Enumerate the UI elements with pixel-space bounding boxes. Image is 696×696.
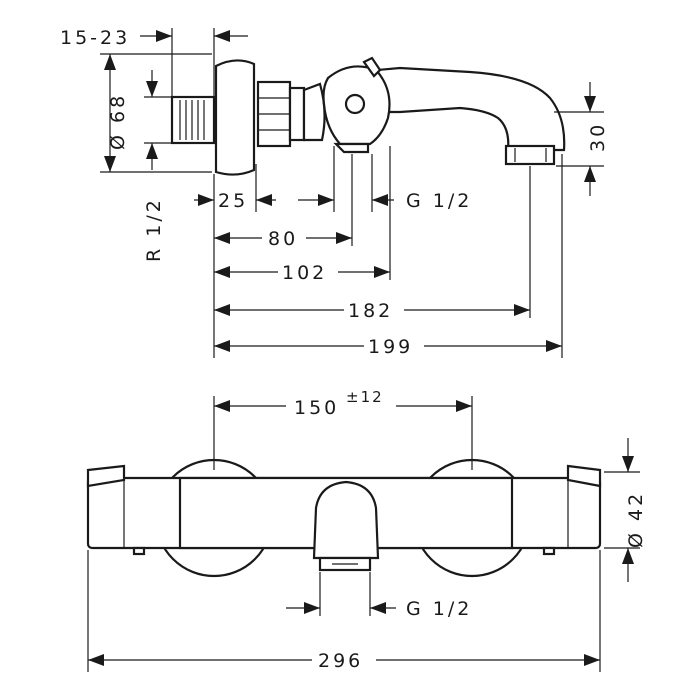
label-length-80: 80 xyxy=(268,228,298,250)
label-inlet-thread: R 1/2 xyxy=(143,197,165,262)
label-length-199: 199 xyxy=(368,336,413,358)
dim-length-102: 102 xyxy=(214,262,390,284)
end-cap-right xyxy=(566,464,602,488)
dim-total-width: 296 xyxy=(87,550,601,672)
label-total-width: 296 xyxy=(318,650,363,672)
dim-outlet-thread-side: G 1/2 xyxy=(298,190,472,212)
handle-base xyxy=(333,142,370,154)
label-inlet-range: 15-23 xyxy=(60,27,130,49)
label-center-spacing: 150 xyxy=(294,397,339,419)
label-length-102: 102 xyxy=(282,262,327,284)
dim-length-80: 80 xyxy=(214,228,352,250)
dim-body-diameter: Ø 42 xyxy=(604,438,647,582)
label-outlet-thread-front: G 1/2 xyxy=(406,598,472,620)
handle-cap xyxy=(344,93,366,115)
label-body-diameter: Ø 42 xyxy=(625,491,647,548)
dim-inlet-thread: R 1/2 xyxy=(143,70,172,262)
dim-height-30: 30 xyxy=(554,82,609,196)
handle-lever xyxy=(362,56,382,78)
side-view: 15-23 Ø 68 R 1/2 xyxy=(60,27,609,358)
dim-offset-25: 25 xyxy=(194,190,276,212)
spout-outline xyxy=(353,66,566,152)
inlet-connector xyxy=(170,95,216,145)
dim-rosette-diameter: Ø 68 xyxy=(100,53,212,173)
spout-front xyxy=(312,480,380,560)
dim-inlet-range: 15-23 xyxy=(60,27,248,96)
dim-center-spacing: 150 ±12 xyxy=(213,388,473,470)
label-rosette-diameter: Ø 68 xyxy=(107,93,129,150)
dim-length-182: 182 xyxy=(214,300,530,322)
spout-aerator xyxy=(504,144,556,166)
hex-nut xyxy=(256,80,306,148)
dim-length-199: 199 xyxy=(214,336,562,358)
label-offset-25: 25 xyxy=(218,190,248,212)
label-length-182: 182 xyxy=(348,300,393,322)
dim-outlet-thread-front: G 1/2 xyxy=(286,572,472,620)
label-height-30: 30 xyxy=(587,122,609,152)
front-view: 150 ±12 Ø 42 G 1/2 xyxy=(86,388,647,672)
wall-rosette xyxy=(214,59,256,176)
valve-body xyxy=(302,82,326,142)
label-outlet-thread-side: G 1/2 xyxy=(406,190,472,212)
label-spacing-tolerance: ±12 xyxy=(346,388,384,406)
